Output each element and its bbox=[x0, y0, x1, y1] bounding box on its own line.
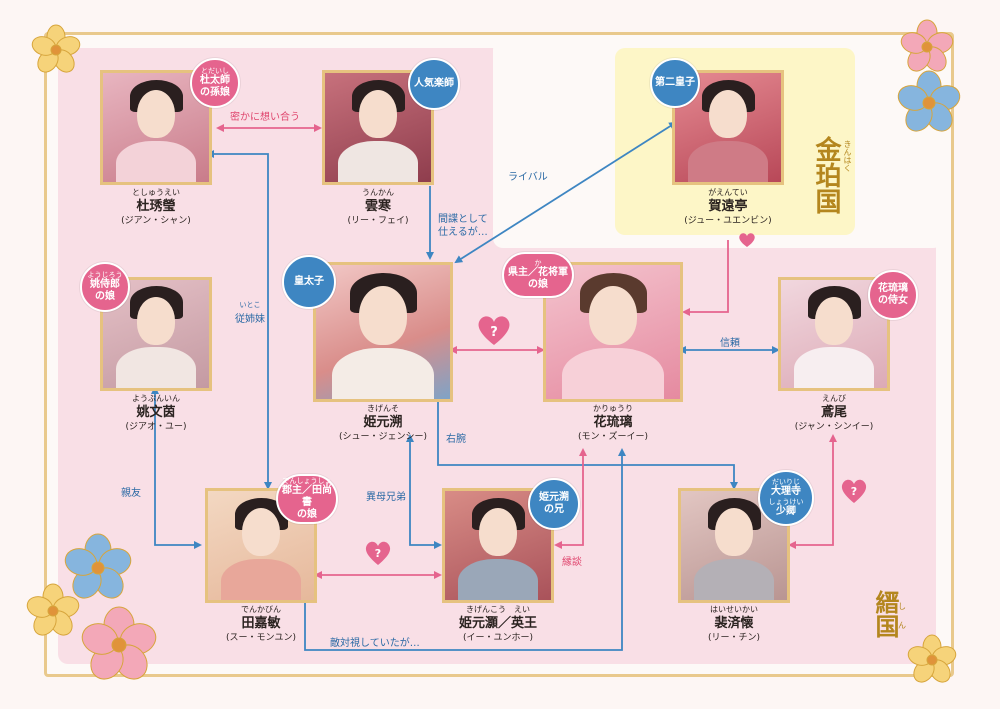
nation-kinhaku: 金珀国 bbox=[811, 136, 841, 214]
rel-label-spy: 間諜として bbox=[438, 214, 488, 225]
rel-label-spy2: 仕えるが… bbox=[438, 227, 488, 238]
rel-label-rival: ライバル bbox=[508, 172, 548, 183]
name-ei: きげんこう えい 姫元灝／英王 (イー・ユンホー) bbox=[458, 605, 537, 643]
name-en: えんび 鳶尾 (ジャン・シンイー) bbox=[794, 394, 874, 432]
badge-ki: 皇太子 bbox=[282, 255, 336, 309]
rel-label-cousin: いとこ 従姉妹 bbox=[235, 300, 265, 325]
question-mark: ? bbox=[375, 547, 381, 560]
line-engagement bbox=[554, 448, 587, 549]
flower-decoration-icon bbox=[81, 606, 157, 680]
badge-ei: 姫元溯 の兄 bbox=[528, 478, 580, 530]
rel-label-engagement: 縁談 bbox=[562, 557, 582, 568]
rel-label-trust: 信頼 bbox=[720, 338, 740, 349]
question-mark: ? bbox=[851, 485, 857, 498]
flower-decoration-icon bbox=[64, 533, 132, 599]
nation-shin-ruby: しん bbox=[898, 602, 906, 630]
nation-shin: 縉国 bbox=[871, 590, 900, 638]
flower-decoration-icon bbox=[907, 634, 957, 683]
question-heart-icon: ? bbox=[478, 316, 510, 345]
rel-label-secret: 密かに想い合う bbox=[230, 112, 300, 123]
flower-decoration-icon bbox=[31, 24, 81, 73]
badge-ka: か 県主／花将軍 の娘 bbox=[502, 252, 574, 298]
cousin-ruby: いとこ bbox=[239, 301, 261, 309]
rel-label-hostile: 敵対視していたが… bbox=[330, 638, 420, 649]
line-friend bbox=[151, 386, 202, 549]
name-un: うんかん 雲寒 (リー・フェイ) bbox=[347, 188, 409, 226]
badge-yo: ようじろう 姚侍郎 の娘 bbox=[80, 262, 130, 312]
question-mark: ? bbox=[490, 325, 498, 340]
line-rival bbox=[454, 121, 678, 264]
badge-hai: だいりじ 大理寺 しょうけい 少卿 bbox=[758, 470, 814, 526]
cousin-text: 従姉妹 bbox=[235, 314, 265, 325]
line-cousin bbox=[206, 150, 272, 490]
rel-label-half-brothers: 異母兄弟 bbox=[366, 492, 406, 503]
question-heart-icon: ? bbox=[365, 541, 391, 565]
badge-to: とだいし 杜太師 の孫娘 bbox=[190, 58, 240, 108]
portrait-ki bbox=[313, 262, 453, 402]
badge-un: 人気楽師 bbox=[408, 58, 460, 110]
name-yo: ようぶんいん 姚文茵 (ジアオ・ユー) bbox=[125, 394, 187, 432]
line-hostile bbox=[304, 448, 626, 651]
portrait-yo bbox=[100, 277, 212, 391]
portrait-to bbox=[100, 70, 212, 185]
name-to: としゅうえい 杜琇瑩 (ジアン・シャン) bbox=[121, 188, 191, 226]
badge-den: でんしょうしょ 郡主／田尚書 の娘 bbox=[276, 474, 338, 524]
name-den: でんかびん 田嘉敏 (スー・モンユン) bbox=[225, 605, 297, 643]
badge-ga: 第二皇子 bbox=[650, 58, 700, 108]
portrait-ei bbox=[442, 488, 554, 603]
line-ga-to-ka bbox=[682, 240, 729, 316]
badge-en: 花琉璃 の侍女 bbox=[868, 270, 918, 320]
line-en-hai bbox=[788, 434, 837, 549]
rel-label-right-arm: 右腕 bbox=[446, 434, 466, 445]
heart-icon bbox=[739, 233, 755, 247]
name-ga: がえんてい 賀遠亭 (ジュー・ユエンビン) bbox=[684, 188, 772, 226]
name-ki: きげんそ 姫元溯 (シュー・ジェンシー) bbox=[338, 404, 428, 442]
line-half-brothers bbox=[406, 434, 442, 549]
portrait-en bbox=[778, 277, 890, 391]
flower-decoration-icon bbox=[897, 70, 961, 132]
nation-kinhaku-ruby: きんはく bbox=[843, 140, 852, 172]
flower-decoration-icon bbox=[900, 19, 954, 72]
rel-label-friend: 親友 bbox=[121, 488, 141, 499]
flower-decoration-icon bbox=[26, 583, 80, 636]
question-heart-icon: ? bbox=[841, 479, 867, 503]
name-ka: かりゅうり 花琉璃 (モン・ズーイー) bbox=[577, 404, 649, 442]
name-hai: はいせいかい 裴済懐 (リー・チン) bbox=[707, 605, 761, 643]
